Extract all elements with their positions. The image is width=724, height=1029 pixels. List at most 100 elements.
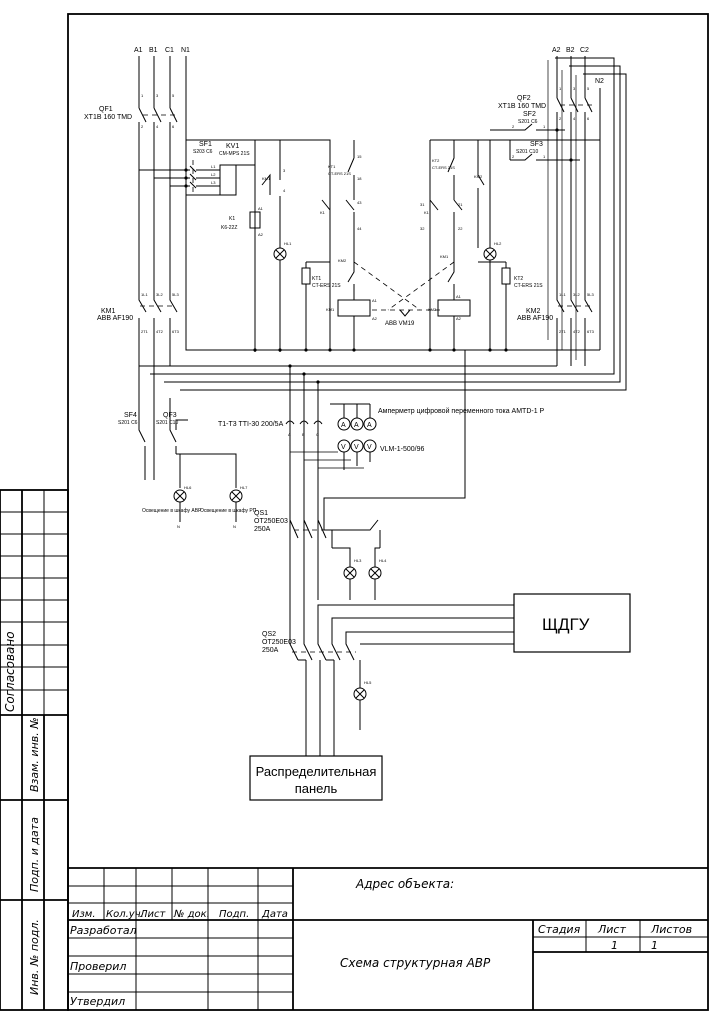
qs1-rating: 250A bbox=[254, 526, 271, 533]
svg-text:5: 5 bbox=[172, 93, 175, 98]
phase-b2-label: B2 bbox=[566, 47, 575, 54]
drawing-title: Схема структурная АВР bbox=[340, 956, 491, 970]
sf4-name: SF4 bbox=[124, 412, 137, 419]
col-qty: Кол.уч. bbox=[106, 909, 144, 920]
kt1-name: KT1 bbox=[328, 164, 336, 169]
svg-text:5L3: 5L3 bbox=[587, 292, 594, 297]
svg-text:43: 43 bbox=[357, 200, 362, 205]
qf3-model: S201 C10 bbox=[156, 420, 178, 426]
svg-text:1L1: 1L1 bbox=[559, 292, 566, 297]
svg-text:V: V bbox=[341, 444, 346, 451]
svg-text:1: 1 bbox=[559, 86, 562, 91]
qf2-name: QF2 bbox=[517, 95, 531, 102]
distribution-panel: Распределительная панель bbox=[249, 755, 383, 801]
svg-text:A: A bbox=[288, 432, 291, 437]
svg-text:2T1: 2T1 bbox=[141, 329, 149, 334]
phase-a2-label: A2 bbox=[552, 47, 561, 54]
sf2-name: SF2 bbox=[523, 111, 536, 118]
svg-text:N: N bbox=[233, 524, 236, 529]
k1-name: K1 bbox=[229, 216, 235, 222]
svg-text:CT-ERS 21S: CT-ERS 21S bbox=[514, 283, 543, 289]
svg-text:KM2: KM2 bbox=[474, 174, 483, 179]
svg-text:1: 1 bbox=[543, 154, 546, 159]
qs1-switch: QS1 OT250E03 250A HL3 HL4 bbox=[254, 510, 387, 600]
svg-text:C: C bbox=[316, 432, 319, 437]
svg-text:KM2: KM2 bbox=[338, 258, 347, 263]
side-stamp: Согласовано Взам. инв. № Подп. и дата Ин… bbox=[0, 489, 69, 1011]
svg-text:A: A bbox=[354, 422, 359, 429]
km2-name: KM2 bbox=[526, 308, 541, 315]
svg-text:A1: A1 bbox=[258, 206, 264, 211]
qs2-model: OT250E03 bbox=[262, 639, 296, 646]
side-stamp-agreed: Согласовано bbox=[3, 631, 17, 712]
hl3-label: HL3 bbox=[354, 558, 362, 563]
svg-text:18: 18 bbox=[357, 176, 362, 181]
svg-text:3: 3 bbox=[156, 93, 159, 98]
svg-text:KM1: KM1 bbox=[326, 307, 335, 312]
sheet-value: 1 bbox=[611, 939, 618, 952]
generator-panel: ЩДГУ bbox=[317, 593, 631, 653]
qs2-rating: 250A bbox=[262, 647, 279, 654]
sf1-model: S203 C6 bbox=[193, 149, 213, 155]
svg-text:A: A bbox=[367, 422, 372, 429]
km2-model: ABB AF190 bbox=[517, 315, 553, 322]
svg-text:N: N bbox=[177, 524, 180, 529]
svg-text:1: 1 bbox=[543, 124, 546, 129]
input-1-labels: A1 B1 C1 N1 QF1 XT1B 160 TMD bbox=[84, 47, 190, 121]
svg-text:2: 2 bbox=[512, 154, 515, 159]
svg-text:KM1: KM1 bbox=[440, 254, 449, 259]
stage-label: Стадия bbox=[538, 923, 581, 936]
svg-text:V: V bbox=[367, 444, 372, 451]
svg-text:L2: L2 bbox=[211, 172, 216, 177]
sf4-model: S201 C6 bbox=[118, 420, 138, 426]
interlock-label: ABB VM19 bbox=[385, 321, 415, 327]
hl7-caption: Освещение в шкафу РП bbox=[200, 508, 257, 514]
km1-model: ABB AF190 bbox=[97, 315, 133, 322]
kt2-model: CT-ERS 21S bbox=[432, 165, 455, 170]
svg-text:3L2: 3L2 bbox=[573, 292, 580, 297]
hl7-label: HL7 bbox=[240, 485, 248, 490]
col-date: Дата bbox=[261, 909, 288, 920]
svg-text:4: 4 bbox=[283, 188, 286, 193]
col-doc: № док. bbox=[173, 909, 210, 920]
side-stamp-inv-replace: Взам. инв. № bbox=[28, 717, 41, 792]
svg-text:2: 2 bbox=[141, 124, 144, 129]
interlock-vm19: ABB VM19 bbox=[353, 261, 455, 327]
svg-text:31: 31 bbox=[420, 202, 425, 207]
col-sign: Подп. bbox=[219, 909, 249, 920]
qs1-model: OT250E03 bbox=[254, 518, 288, 525]
svg-text:A2: A2 bbox=[372, 316, 378, 321]
neutral-n2-label: N2 bbox=[595, 78, 604, 85]
svg-text:KT1: KT1 bbox=[312, 276, 321, 282]
svg-text:5L3: 5L3 bbox=[172, 292, 179, 297]
qf1-name: QF1 bbox=[99, 106, 113, 113]
sheets-value: 1 bbox=[651, 939, 658, 952]
side-stamp-sign-date: Подп. и дата bbox=[28, 817, 41, 892]
svg-text:1: 1 bbox=[141, 93, 144, 98]
col-sheet: Лист bbox=[139, 909, 167, 920]
hl2-label: HL2 bbox=[494, 241, 502, 246]
svg-text:32: 32 bbox=[420, 226, 425, 231]
svg-text:K1: K1 bbox=[424, 210, 430, 215]
sheet-label: Лист bbox=[597, 923, 626, 936]
svg-text:KM1: KM1 bbox=[262, 176, 271, 181]
svg-text:3: 3 bbox=[573, 86, 576, 91]
voltmeter-label: VLM-1-500/96 bbox=[380, 446, 424, 453]
svg-text:6T3: 6T3 bbox=[172, 329, 180, 334]
svg-text:2: 2 bbox=[559, 116, 562, 121]
sf3-model: S201 C10 bbox=[516, 149, 538, 155]
svg-text:2T1: 2T1 bbox=[559, 329, 567, 334]
svg-text:A2: A2 bbox=[258, 232, 264, 237]
svg-text:KT2: KT2 bbox=[514, 276, 523, 282]
svg-text:KM2: KM2 bbox=[428, 307, 437, 312]
col-change: Изм. bbox=[72, 909, 96, 920]
svg-text:6: 6 bbox=[587, 116, 590, 121]
sf2-model: S201 C6 bbox=[518, 119, 538, 125]
qf1-model: XT1B 160 TMD bbox=[84, 114, 132, 121]
svg-text:B: B bbox=[302, 432, 305, 437]
